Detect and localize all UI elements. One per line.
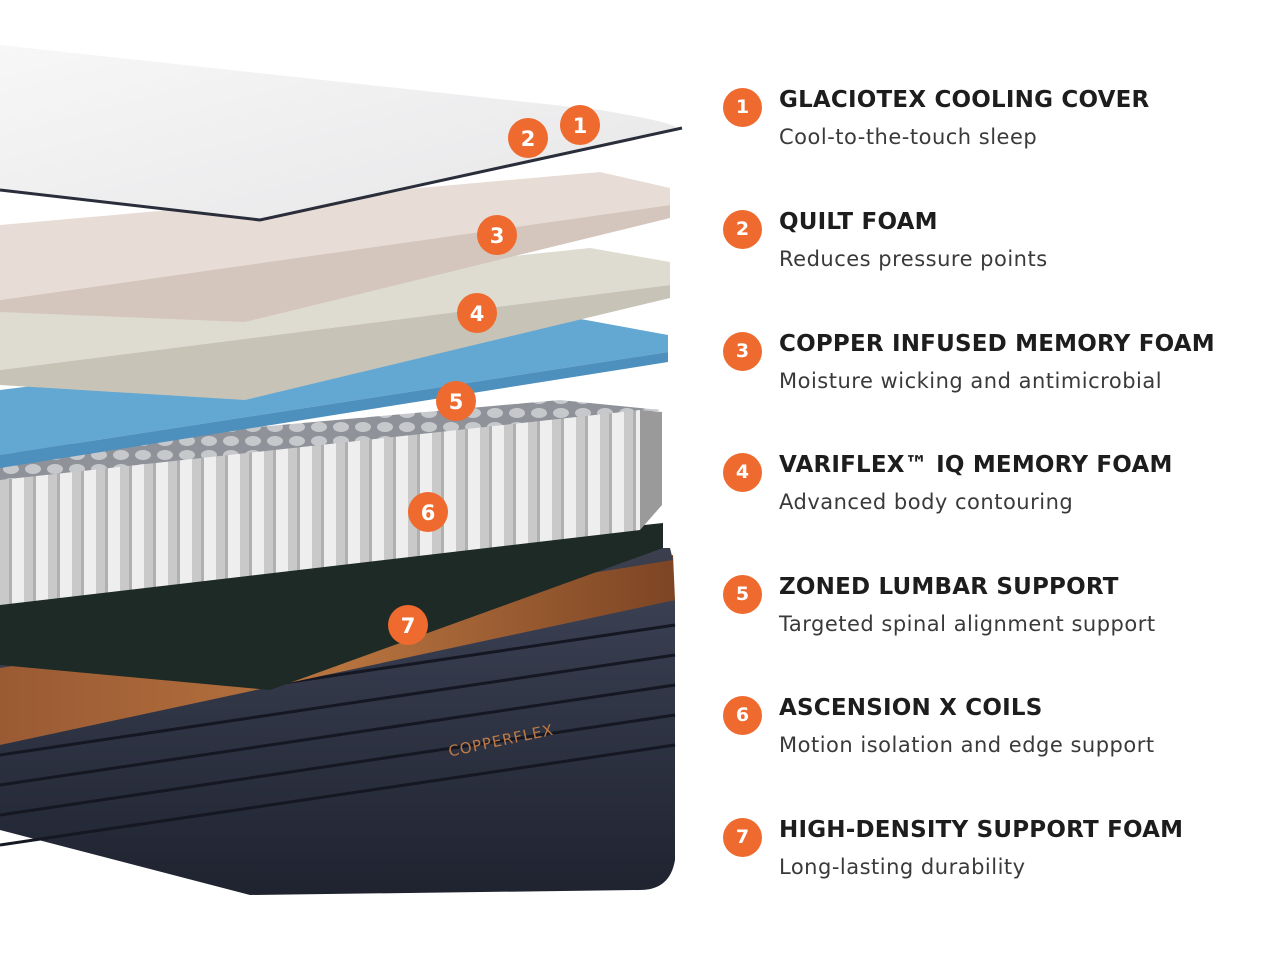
layer-description: Long-lasting durability <box>779 855 1026 879</box>
layer-title: ASCENSION X COILS <box>779 695 1043 721</box>
legend-item-2: 2 QUILT FOAM Reduces pressure points <box>723 207 1283 287</box>
cooling-cover-layer <box>0 45 678 220</box>
variflex-layer <box>0 248 670 370</box>
legend-item-6: 6 ASCENSION X COILS Motion isolation and… <box>723 693 1283 773</box>
layer-title: ZONED LUMBAR SUPPORT <box>779 574 1119 600</box>
svg-text:5: 5 <box>449 390 464 414</box>
layer-title: QUILT FOAM <box>779 209 938 235</box>
number-badge: 6 <box>723 696 762 735</box>
badge-7-marker: 7 <box>388 605 428 645</box>
layer-description: Moisture wicking and antimicrobial <box>779 369 1163 393</box>
layer-title: COPPER INFUSED MEMORY FOAM <box>779 331 1215 357</box>
mattress-layers-illustration: COPPERFLEX 1 2 3 4 5 6 <box>0 45 683 895</box>
dark-fabric-layer <box>0 523 663 690</box>
badge-2-marker: 2 <box>508 118 548 158</box>
svg-text:3: 3 <box>490 224 505 248</box>
legend-item-1: 1 GLACIOTEX COOLING COVER Cool-to-the-to… <box>723 85 1283 165</box>
svg-text:6: 6 <box>421 501 436 525</box>
copper-foam-layer <box>0 172 670 300</box>
badge-1-marker: 1 <box>560 105 600 145</box>
svg-text:1: 1 <box>573 114 588 138</box>
layer-title: HIGH-DENSITY SUPPORT FOAM <box>779 817 1184 843</box>
layer-title: GLACIOTEX COOLING COVER <box>779 87 1150 113</box>
svg-text:2: 2 <box>521 127 536 151</box>
legend-item-7: 7 HIGH-DENSITY SUPPORT FOAM Long-lasting… <box>723 815 1283 895</box>
badge-6-marker: 6 <box>408 492 448 532</box>
badge-4-marker: 4 <box>457 293 497 333</box>
number-badge: 1 <box>723 88 762 127</box>
legend-item-3: 3 COPPER INFUSED MEMORY FOAM Moisture wi… <box>723 329 1283 409</box>
svg-text:4: 4 <box>470 302 485 326</box>
layer-description: Advanced body contouring <box>779 490 1074 514</box>
number-badge: 5 <box>723 575 762 614</box>
coil-layer <box>0 400 662 605</box>
number-badge: 2 <box>723 210 762 249</box>
layer-title: VARIFLEX™ IQ MEMORY FOAM <box>779 452 1173 478</box>
badge-3-marker: 3 <box>477 215 517 255</box>
number-badge: 4 <box>723 453 762 492</box>
badge-5-marker: 5 <box>436 381 476 421</box>
layer-description: Cool-to-the-touch sleep <box>779 125 1038 149</box>
lumbar-layer <box>0 318 668 455</box>
layer-description: Targeted spinal alignment support <box>779 612 1156 636</box>
number-badge: 3 <box>723 332 762 371</box>
number-badge: 7 <box>723 818 762 857</box>
layer-description: Motion isolation and edge support <box>779 733 1155 757</box>
legend-item-4: 4 VARIFLEX™ IQ MEMORY FOAM Advanced body… <box>723 450 1283 530</box>
svg-text:7: 7 <box>401 614 416 638</box>
legend-item-5: 5 ZONED LUMBAR SUPPORT Targeted spinal a… <box>723 572 1283 652</box>
layer-description: Reduces pressure points <box>779 247 1048 271</box>
